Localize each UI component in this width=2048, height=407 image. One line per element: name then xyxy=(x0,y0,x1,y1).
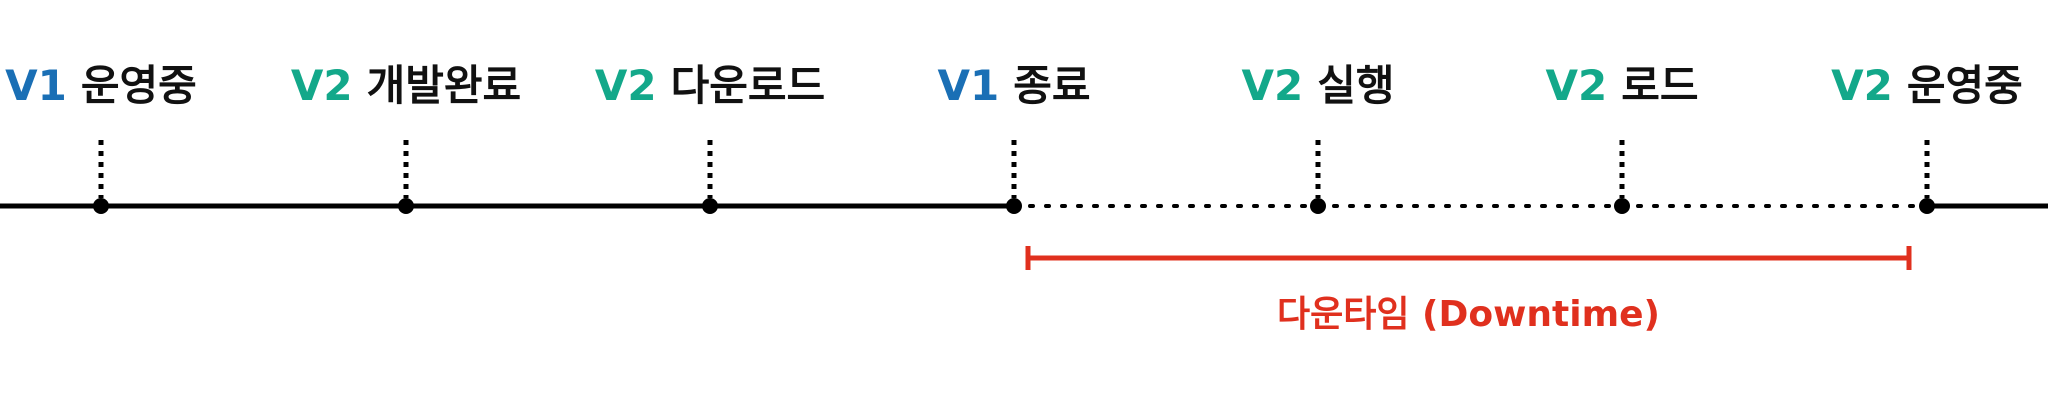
event-label: V2 실행 xyxy=(1241,61,1394,110)
event-version: V2 xyxy=(1545,61,1607,110)
event-version: V1 xyxy=(937,61,999,110)
event-version: V2 xyxy=(1241,61,1303,110)
event-marker xyxy=(1614,198,1630,214)
event-description: 실행 xyxy=(1317,61,1394,110)
event-marker xyxy=(1006,198,1022,214)
event-marker xyxy=(93,198,109,214)
event-labels: V1 운영중 V2 개발완료 V2 다운로드 V1 종료 V2 실행 V2 로드 V2 운영중 xyxy=(5,61,2023,110)
event-description: 로드 xyxy=(1621,61,1698,110)
event-label: V1 운영중 xyxy=(5,61,197,110)
event-marker xyxy=(398,198,414,214)
event-marker xyxy=(702,198,718,214)
event-description: 개발완료 xyxy=(367,61,522,110)
event-description: 운영중 xyxy=(1907,61,2023,110)
event-description: 종료 xyxy=(1013,61,1090,110)
event-stems xyxy=(98,140,1930,198)
event-version: V2 xyxy=(291,61,353,110)
event-version: V2 xyxy=(1831,61,1893,110)
event-description: 운영중 xyxy=(81,61,197,110)
event-label: V2 운영중 xyxy=(1831,61,2023,110)
event-label: V2 로드 xyxy=(1545,61,1698,110)
event-description: 다운로드 xyxy=(671,61,826,110)
event-marker xyxy=(1310,198,1326,214)
event-marker xyxy=(1919,198,1935,214)
event-version: V2 xyxy=(595,61,657,110)
event-label: V1 종료 xyxy=(937,61,1090,110)
event-markers xyxy=(93,198,1935,214)
downtime-range: 다운타임 (Downtime) xyxy=(1025,246,1912,335)
event-version: V1 xyxy=(5,61,67,110)
event-label: V2 개발완료 xyxy=(291,61,521,110)
event-label: V2 다운로드 xyxy=(595,61,825,110)
downtime-label: 다운타임 (Downtime) xyxy=(1277,294,1660,335)
